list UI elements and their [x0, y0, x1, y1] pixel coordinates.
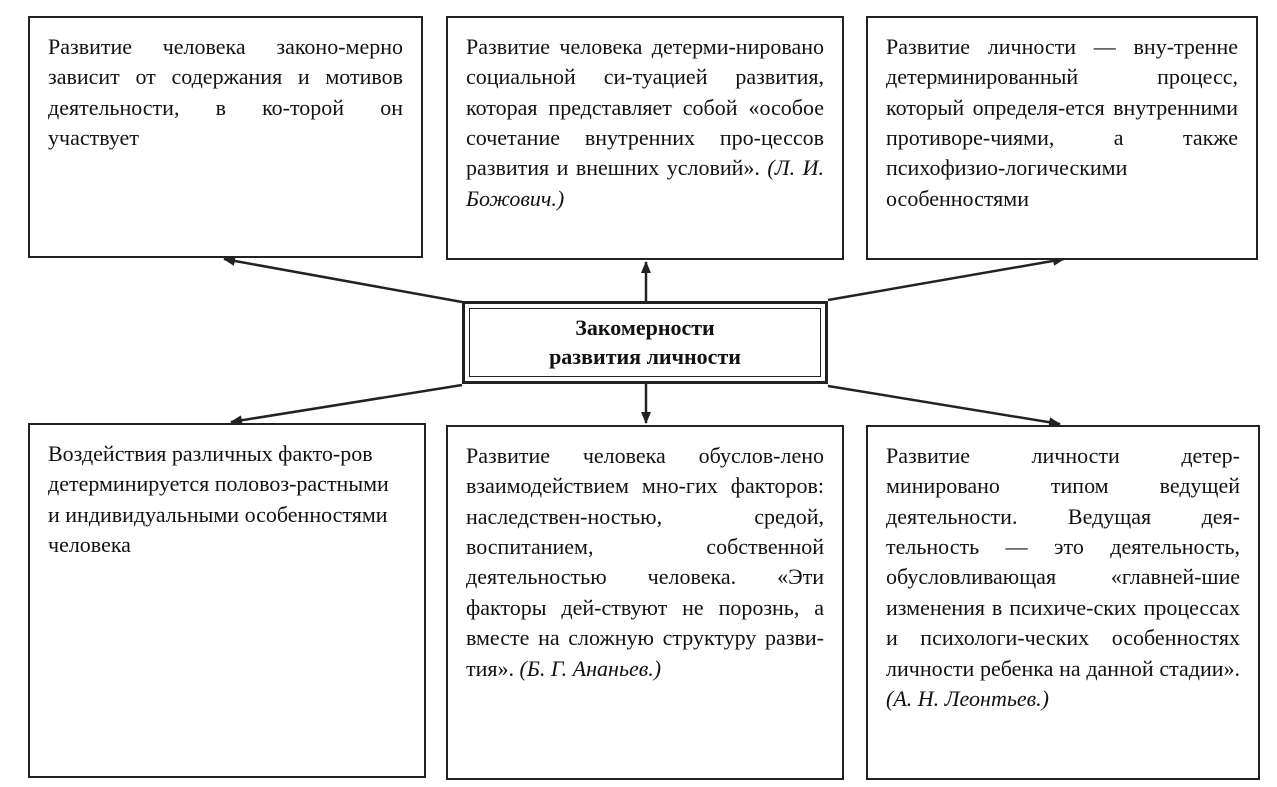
box-internal-determination: Развитие личности — вну-тренне детермини…	[866, 16, 1258, 260]
box-social-situation: Развитие человека детерми-нировано социа…	[446, 16, 844, 260]
arrow-to-top-right	[827, 255, 1065, 302]
citation: (Б. Г. Ананьев.)	[519, 655, 662, 681]
box-text: Развитие человека обуслов-лено взаимодей…	[466, 443, 824, 681]
box-text: Развитие личности детер-минировано типом…	[886, 443, 1240, 711]
box-leading-activity: Развитие личности детер-минировано типом…	[866, 425, 1260, 780]
central-concept-box: Закомерности развития личности	[462, 301, 828, 384]
box-text: Развитие личности — вну-тренне детермини…	[886, 34, 1238, 211]
box-text: Развитие человека законо-мерно зависит о…	[48, 34, 403, 151]
arrow-to-top-left	[223, 256, 463, 304]
citation: (А. Н. Леонтьев.)	[886, 685, 1049, 711]
box-text: Развитие человека детерми-нировано социа…	[466, 34, 824, 211]
central-title-line-1: Закомерности	[575, 314, 715, 340]
central-title-line-2: развития личности	[549, 343, 741, 369]
central-concept-frame: Закомерности развития личности	[469, 308, 821, 377]
box-activity-content: Развитие человека законо-мерно зависит о…	[28, 16, 423, 258]
box-age-sex-factors: Воздействия различных факто-ров детермин…	[28, 423, 426, 778]
citation: (Л. И. Божович.)	[466, 155, 824, 211]
arrow-to-bottom-left	[230, 383, 463, 426]
box-multiple-factors: Развитие человека обуслов-лено взаимодей…	[446, 425, 844, 780]
arrow-to-bottom-right	[827, 384, 1061, 428]
box-text: Воздействия различных факто-ров детермин…	[48, 441, 389, 558]
